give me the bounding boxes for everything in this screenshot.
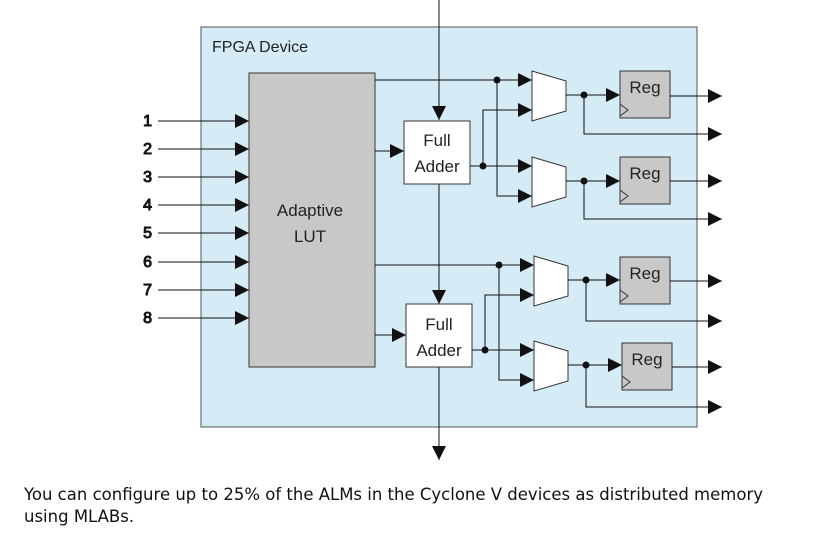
register-label-3: Reg: [629, 264, 660, 283]
input-label-1: 1: [143, 113, 152, 130]
register-label-4: Reg: [631, 350, 662, 369]
bypass-out-2: [583, 181, 722, 226]
full-adder-bottom: [405, 303, 473, 368]
bypass-out-4: [585, 365, 722, 414]
adaptive-lut-block: [248, 72, 376, 368]
mux-4: [533, 340, 569, 392]
lut-top-to-mux2: [496, 80, 532, 203]
clock-symbol-4: [621, 375, 631, 389]
register-label-2: Reg: [629, 164, 660, 183]
mux-1: [531, 70, 567, 122]
clock-symbol-1: [619, 103, 629, 117]
register-label-1: Reg: [629, 78, 660, 97]
input-label-2: 2: [143, 141, 152, 158]
input-label-3: 3: [143, 169, 152, 186]
lut-bottom-to-mux4: [498, 265, 534, 387]
bypass-out-1: [583, 95, 722, 141]
input-label-8: 8: [143, 310, 152, 327]
full-adder-top: [403, 120, 471, 185]
lut-label-line2: LUT: [294, 227, 326, 246]
mux-3: [533, 255, 569, 307]
clock-symbol-2: [619, 189, 629, 203]
lut-label-line1: Adaptive: [277, 201, 343, 220]
clock-symbol-3: [619, 289, 629, 303]
alm-block-diagram: FPGA Device 1 2 3 4 5 6 7 8 Adaptive LUT Full A…: [143, 0, 722, 460]
adder-top-label1: Full: [423, 131, 450, 150]
fpga-device-title: FPGA Device: [212, 39, 308, 56]
caption-text: You can configure up to 25% of the ALMs …: [24, 485, 763, 526]
mux-2: [531, 156, 567, 208]
input-label-6: 6: [143, 254, 152, 271]
input-label-5: 5: [143, 225, 152, 242]
input-label-4: 4: [143, 197, 152, 214]
adder-bottom-label1: Full: [425, 315, 452, 334]
adder-top-label2: Adder: [414, 157, 460, 176]
adder-bottom-label2: Adder: [416, 341, 462, 360]
input-label-7: 7: [143, 282, 152, 299]
bypass-out-3: [585, 280, 722, 328]
lut-inputs: 1 2 3 4 5 6 7 8: [143, 113, 249, 328]
adder-bottom-to-mux3: [484, 288, 534, 350]
adder-top-to-mux1: [482, 103, 532, 166]
